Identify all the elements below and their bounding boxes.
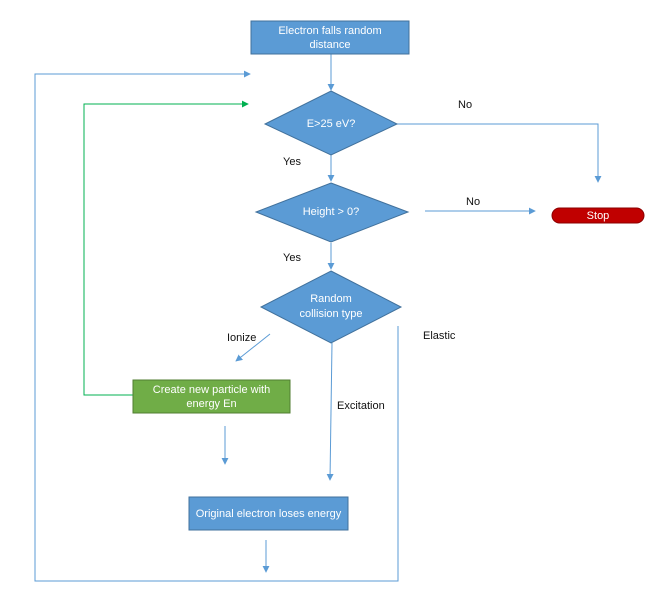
arrow-excitation [326,342,334,481]
create-particle-box [132,379,291,414]
ionize-label: Ionize [227,332,257,344]
height-decision [254,182,410,243]
excitation-label: Excitation [337,400,385,412]
stop-terminator [551,207,645,224]
energy-decision-label: E>25 eV? [306,117,356,130]
arrow-new-particle-loop [83,100,249,396]
height-yes-label: Yes [283,252,301,264]
elastic-label: Elastic [423,330,456,342]
lose-energy-label: Original electron loses energy [195,507,342,520]
arrow-elastic-loop [34,70,399,582]
start-box [250,20,410,55]
height-no-label: No [466,196,481,208]
start-label: Electron falls random distance [278,24,382,51]
energy-no-label: No [458,99,473,111]
create-particle-label: Create new particle with energy En [152,383,271,410]
arrow-ionize [235,333,271,362]
lose-energy-box [188,496,349,531]
energy-yes-label: Yes [283,156,301,168]
energy-decision [263,90,399,156]
arrow-energy-no-to-stop [397,123,602,183]
height-decision-label: Height > 0? [302,205,360,218]
collision-decision [259,270,403,344]
stop-label: Stop [586,209,610,222]
collision-decision-label: Random collision type [299,293,363,320]
